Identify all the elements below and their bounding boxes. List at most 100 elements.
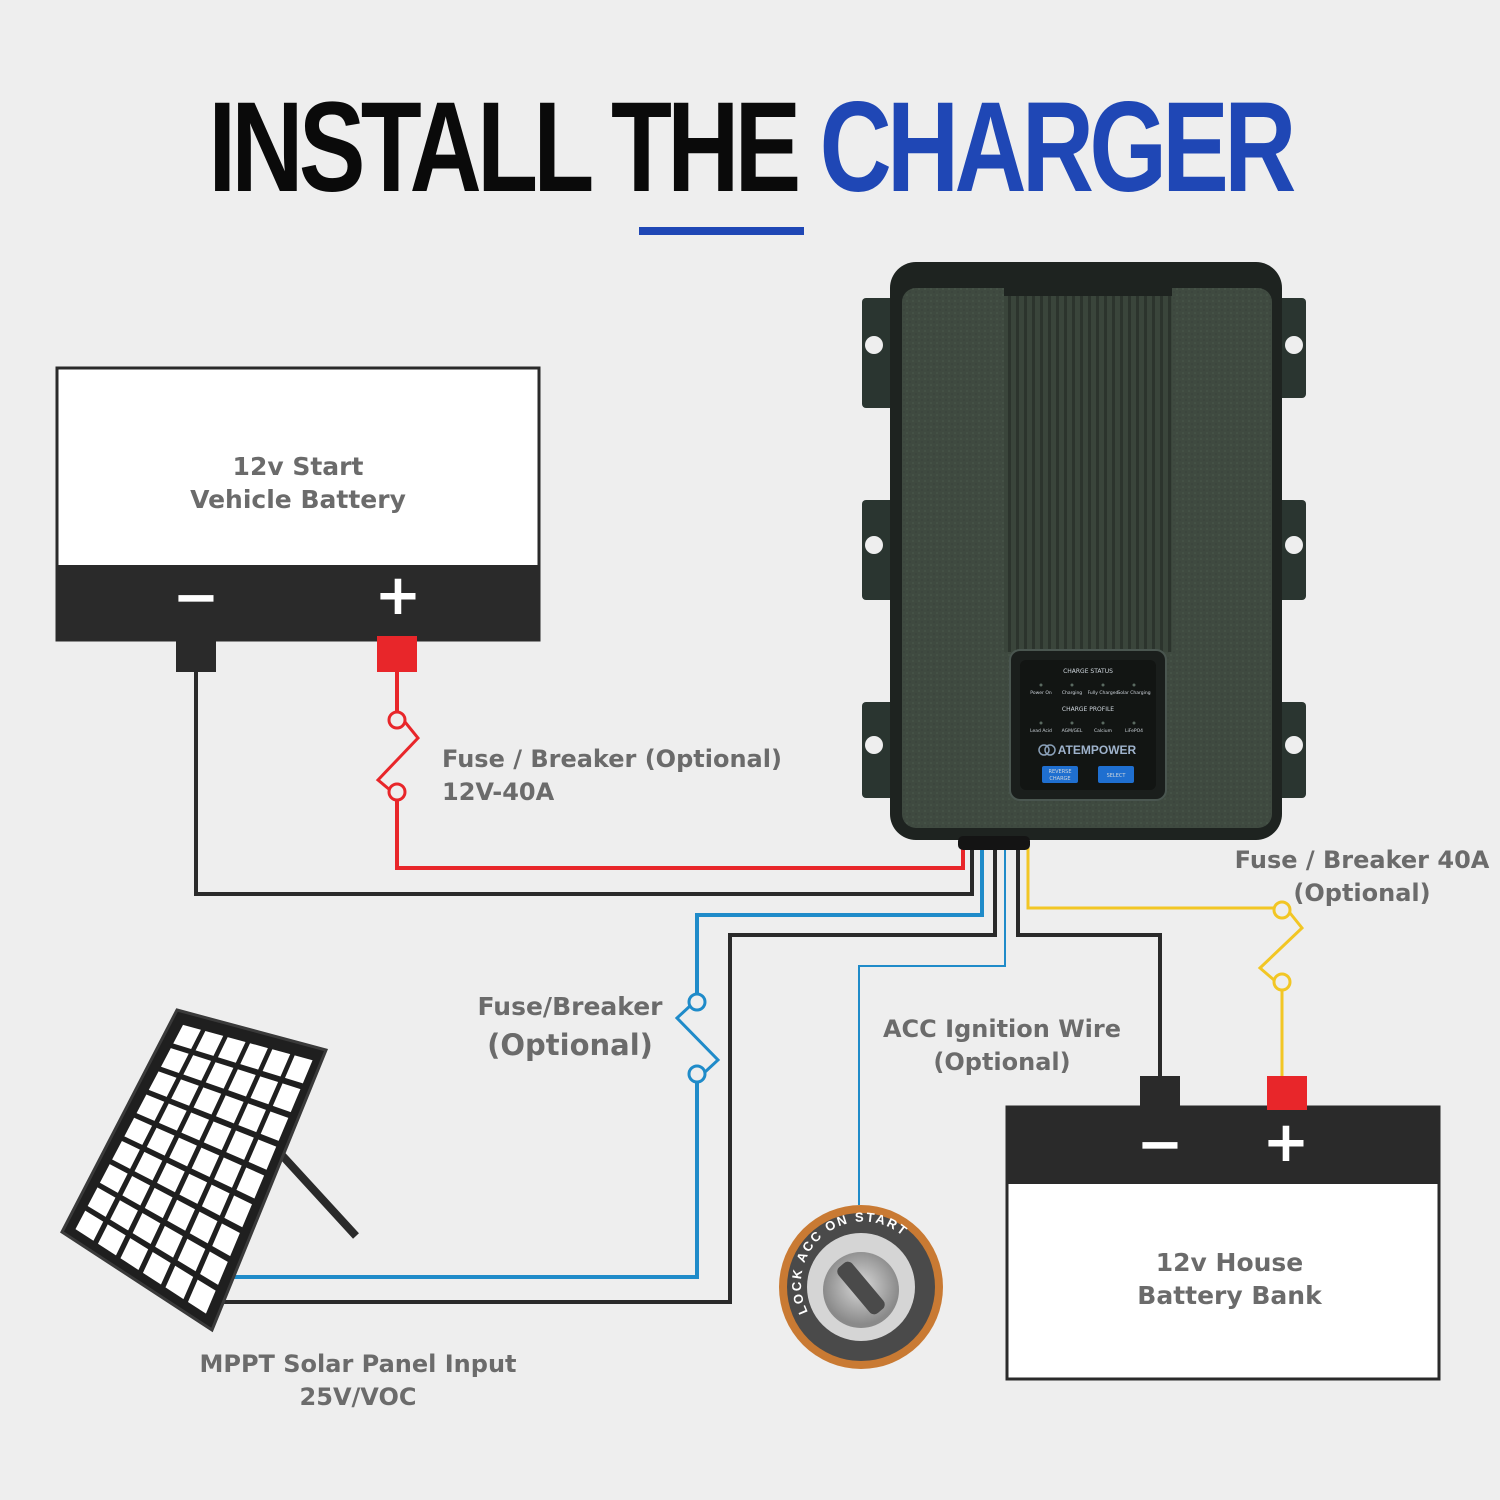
- solar-cell: [272, 1083, 301, 1113]
- solar-cell: [161, 1048, 189, 1073]
- house-negative-terminal: [1140, 1076, 1180, 1110]
- start-battery-label: 12v Start Vehicle Battery: [57, 450, 539, 516]
- profile-item-led: [1070, 721, 1074, 725]
- solar-cell: [212, 1223, 240, 1257]
- solar-panel-icon: [60, 1008, 359, 1333]
- solar-cell: [224, 1195, 252, 1228]
- status-item-led: [1101, 683, 1105, 687]
- status-item: Fully Charged: [1088, 690, 1119, 696]
- wire-solar-negative: [200, 845, 997, 1304]
- status-item-led: [1070, 683, 1074, 687]
- house-positive-sign: +: [1262, 1110, 1310, 1175]
- profile-item: AGM/GEL: [1062, 728, 1083, 734]
- start-battery: [55, 366, 541, 672]
- house-battery-label-line1: 12v House: [1155, 1248, 1304, 1277]
- fuse-house-icon: [1257, 900, 1305, 992]
- wire-house-negative: [1016, 845, 1162, 1080]
- solar-cell: [262, 1049, 291, 1077]
- solar-cell: [110, 1200, 138, 1231]
- house-positive-terminal: [1267, 1076, 1307, 1110]
- select-button: [1098, 766, 1134, 783]
- solar-cell: [183, 1055, 212, 1081]
- status-item: Solar Charging: [1117, 690, 1150, 696]
- solar-cell: [215, 1095, 244, 1124]
- start-battery-label-line2: Vehicle Battery: [190, 485, 406, 514]
- solar-cell: [203, 1121, 232, 1151]
- fuse-start-label-line1: Fuse / Breaker (Optional): [442, 745, 782, 773]
- solar-cell: [122, 1176, 151, 1206]
- start-positive-sign: +: [374, 563, 422, 628]
- acc-label: ACC Ignition Wire (Optional): [872, 1013, 1132, 1079]
- ignition-switch-icon: LOCK ACC ON START: [779, 1205, 943, 1369]
- solar-cell: [132, 1213, 161, 1245]
- solar-cell: [193, 1087, 222, 1115]
- solar-cell: [97, 1224, 126, 1256]
- solar-cell: [144, 1187, 173, 1219]
- fuse-solar-icon: [674, 992, 721, 1084]
- solar-cell: [181, 1112, 210, 1141]
- start-positive-terminal: [377, 636, 417, 672]
- charge-profile-label: CHARGE PROFILE: [1062, 706, 1114, 713]
- fuse-start-label: Fuse / Breaker (Optional) 12V-40A: [442, 743, 782, 809]
- start-negative-terminal: [176, 636, 216, 672]
- solar-cell: [165, 1265, 194, 1300]
- wire-acc-ignition: [858, 845, 1006, 1205]
- solar-cell: [167, 1199, 195, 1231]
- charger-brand: ATEMPOWER: [1058, 743, 1137, 757]
- solar-cell: [155, 1225, 183, 1258]
- fuse-solar-label-line1: Fuse/Breaker: [477, 992, 663, 1021]
- solar-cell: [250, 1076, 279, 1105]
- fuse-solar-label-line2: (Optional): [487, 1028, 653, 1062]
- status-item-led: [1132, 683, 1136, 687]
- solar-cell: [200, 1251, 228, 1285]
- solar-cell: [228, 1069, 256, 1097]
- solar-cell: [214, 1157, 242, 1188]
- profile-item-led: [1101, 721, 1105, 725]
- fuse-house-label: Fuse / Breaker 40A (Optional): [1232, 844, 1492, 910]
- select-label: SELECT: [1107, 773, 1127, 779]
- fuse-house-label-line2: (Optional): [1293, 879, 1431, 907]
- house-negative-sign: −: [1136, 1112, 1184, 1177]
- dc-dc-charger: CHARGE STATUS CHARGE PROFILE Power On Cha…: [862, 262, 1306, 850]
- solar-cell: [136, 1094, 165, 1121]
- reverse-label-1: REVERSE: [1048, 769, 1071, 775]
- solar-cell: [148, 1071, 177, 1097]
- title-underline: [639, 227, 804, 235]
- solar-cell: [177, 1238, 206, 1272]
- fuse-start-icon: [375, 710, 420, 802]
- solar-cell: [134, 1151, 163, 1181]
- house-battery-label-line2: Battery Bank: [1137, 1281, 1322, 1310]
- solar-label-line1: MPPT Solar Panel Input: [199, 1350, 517, 1378]
- profile-item-led: [1039, 721, 1043, 725]
- fuse-solar-label: Fuse/Breaker (Optional): [470, 988, 670, 1064]
- solar-cell: [158, 1103, 187, 1131]
- solar-cell: [173, 1024, 201, 1049]
- solar-cell: [99, 1164, 128, 1193]
- house-battery: [1005, 1076, 1441, 1381]
- profile-item: Lead Acid: [1030, 728, 1052, 734]
- wire-start-positive-2: [395, 792, 965, 870]
- wire-start-negative: [194, 668, 974, 896]
- solar-cell: [179, 1173, 208, 1204]
- status-item: Charging: [1062, 690, 1082, 696]
- solar-cell: [146, 1127, 175, 1156]
- status-item: Power On: [1030, 690, 1052, 696]
- solar-cell: [248, 1139, 277, 1170]
- solar-cell: [260, 1111, 289, 1141]
- reverse-charge-button: [1042, 766, 1078, 783]
- atempower-logo-icon: [1038, 744, 1050, 756]
- solar-cell: [120, 1238, 149, 1270]
- charge-status-label: CHARGE STATUS: [1063, 668, 1113, 675]
- fuse-start-label-line2: 12V-40A: [442, 778, 555, 806]
- solar-cell: [217, 1037, 246, 1063]
- acc-label-line1: ACC Ignition Wire: [882, 1015, 1122, 1043]
- wire-house-positive: [1026, 845, 1282, 910]
- profile-item-led: [1132, 721, 1136, 725]
- solar-cell: [191, 1147, 220, 1178]
- profile-item: LiFePO4: [1125, 728, 1143, 734]
- profile-item: Calcium: [1094, 728, 1112, 734]
- house-battery-label: 12v House Battery Bank: [1007, 1246, 1452, 1312]
- solar-label-line2: 25V/VOC: [299, 1383, 417, 1411]
- title-word-charger: CHARGER: [819, 76, 1297, 219]
